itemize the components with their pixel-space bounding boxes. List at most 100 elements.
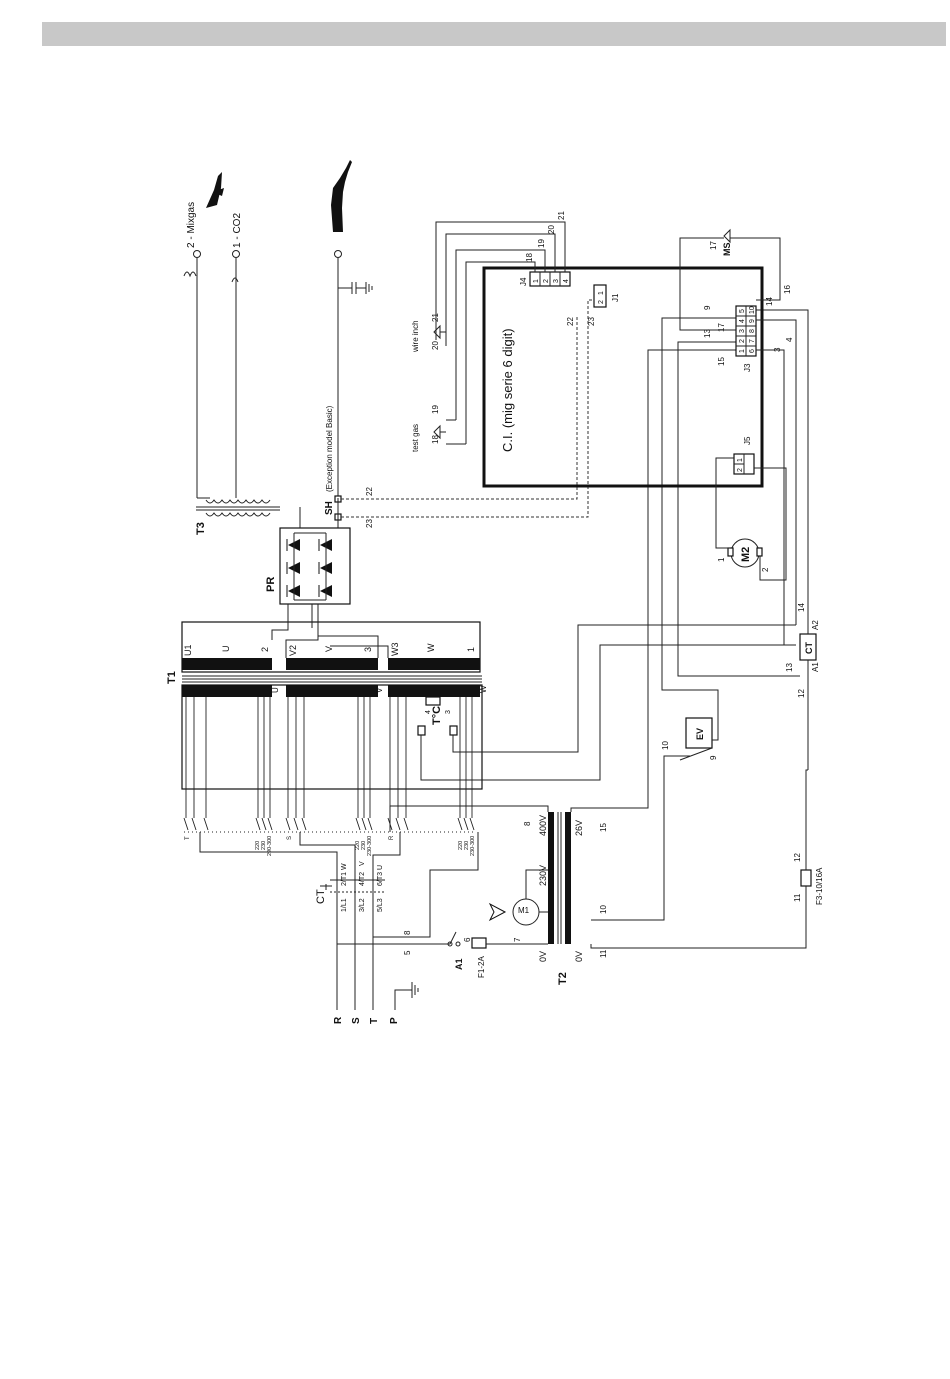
wire-num: 8: [403, 930, 412, 935]
tap-label: 230-300: [367, 836, 373, 856]
fan-icon: [488, 902, 507, 922]
microswitch-ms: MS 17: [679, 228, 781, 301]
coil-label: W: [479, 685, 488, 693]
pin: 9: [749, 319, 756, 323]
m2-label: M2: [740, 547, 752, 562]
pin: 3: [739, 329, 746, 333]
pin: 3: [553, 279, 560, 283]
pin: 7: [749, 339, 756, 343]
co2-label: 1 - CO2: [232, 213, 243, 248]
mixgas-label: 2 - Mixgas: [186, 202, 197, 248]
wire-feed-motor-m2: M2 1 2: [715, 457, 787, 581]
phase-tag: R: [389, 835, 395, 840]
wire-23-dashed: [341, 299, 594, 518]
ct-term: 6/T3: [377, 872, 384, 886]
pr-label: PR: [265, 577, 277, 592]
v230-label: 230V: [538, 865, 548, 886]
mig-torch-icon: [331, 160, 352, 232]
a2-label: A2: [811, 620, 820, 630]
wire-num: 21: [431, 313, 440, 322]
inductor-t3: T3: [195, 497, 280, 535]
mains-input: R S T P: [333, 982, 419, 1024]
pin: 1: [533, 279, 540, 283]
wire-num: 23: [365, 519, 374, 528]
ov-label: 0V: [574, 951, 584, 962]
test-gas-label: test gas: [411, 424, 420, 452]
wire-num: 23: [587, 317, 596, 326]
tap-label: 230: [261, 841, 267, 850]
wire-num: 10: [599, 905, 608, 914]
wire-num: 2: [761, 567, 770, 572]
pin: 10: [749, 306, 756, 314]
wire-num: 1: [717, 557, 726, 562]
coil-label: W: [426, 643, 436, 652]
wire-num: 11: [599, 949, 608, 958]
coil-label: V: [324, 646, 334, 652]
coil-label: U: [271, 687, 280, 693]
pin: 2: [598, 300, 605, 304]
ov-label: 0V: [538, 951, 548, 962]
tc-label: T°C: [431, 706, 443, 725]
coil-label: 3: [363, 647, 373, 652]
wire-num: 17: [709, 241, 718, 250]
wire-num: 10: [661, 741, 670, 750]
ct-term: 4/T2: [359, 872, 366, 886]
sh-label: SH: [324, 501, 335, 515]
wire-num: 13: [785, 663, 794, 672]
wire-num: 18: [525, 253, 534, 262]
sh-note: (Exception model Basic): [325, 405, 334, 492]
wire-22-dashed: [341, 315, 578, 500]
test-gas-button: test gas 18 19: [411, 405, 466, 452]
wire-num: 12: [797, 689, 806, 698]
transformer-t2: T2 400V 26V 0V 0V 8 15 10 11: [389, 349, 808, 985]
f3-label: F3-10/16A: [815, 867, 824, 905]
t3-label: T3: [195, 522, 207, 535]
fan-motor-m1: M1 230V: [488, 865, 548, 926]
ct-term: 1/L1: [341, 898, 348, 912]
wire-num: 22: [365, 487, 374, 496]
j5-label: J5: [743, 436, 752, 445]
ct-term: 5/L3: [377, 898, 384, 912]
wire-num: 11: [793, 893, 802, 902]
coil-label: 1: [466, 647, 476, 652]
coil-label: U: [221, 646, 231, 653]
wire-num: 4: [785, 337, 794, 342]
pushbutton-icon: [433, 424, 446, 440]
control-board: C.I. (mig serie 6 digit) 1 2 3 4 J4 1 2 …: [482, 266, 764, 488]
ci-label: C.I. (mig serie 6 digit): [500, 328, 515, 452]
connector-j5: 1 2 J5: [733, 436, 755, 475]
t1-label: T1: [166, 671, 178, 684]
wire-num: 15: [599, 823, 608, 832]
ct-term: W: [341, 863, 348, 870]
wire-num: 20: [547, 225, 556, 234]
pin: 1: [739, 349, 746, 353]
phase-tag: S: [287, 836, 293, 840]
transformer-t1: T1 U1 U 2 V2 V 3 W3 W 1 U V W: [166, 507, 796, 856]
wire-num: 9: [703, 305, 712, 310]
wire-num: 9: [709, 755, 718, 760]
wire-num: 19: [431, 405, 440, 414]
pin: 4: [563, 279, 570, 283]
pin: 4: [739, 319, 746, 323]
ct-term: U: [377, 865, 384, 870]
tap-label: 230: [361, 841, 367, 850]
phase-tag: T: [185, 836, 191, 840]
tap-label: 290-300: [267, 836, 273, 856]
m1-label: M1: [518, 906, 530, 915]
coil-label: W3: [390, 643, 400, 657]
connector-j4: 1 2 3 4 J4: [519, 271, 571, 287]
tap-label: 220: [255, 841, 261, 850]
wire-num: 16: [783, 285, 792, 294]
wire-inch-label: wire inch: [411, 320, 420, 353]
wire-num: 14: [765, 297, 774, 306]
f1-label: F1-2A: [477, 956, 486, 978]
ms-label: MS: [722, 243, 732, 257]
protective-earth: P: [389, 1017, 400, 1024]
wire-num: 22: [566, 317, 575, 326]
ct-term: V: [359, 861, 366, 866]
pin: 1: [598, 291, 605, 295]
fuse-f3: F3-10/16A 11 12: [793, 770, 824, 948]
v400-label: 400V: [538, 815, 548, 836]
wire-num: 17: [717, 323, 726, 332]
v26-label: 26V: [574, 820, 584, 836]
